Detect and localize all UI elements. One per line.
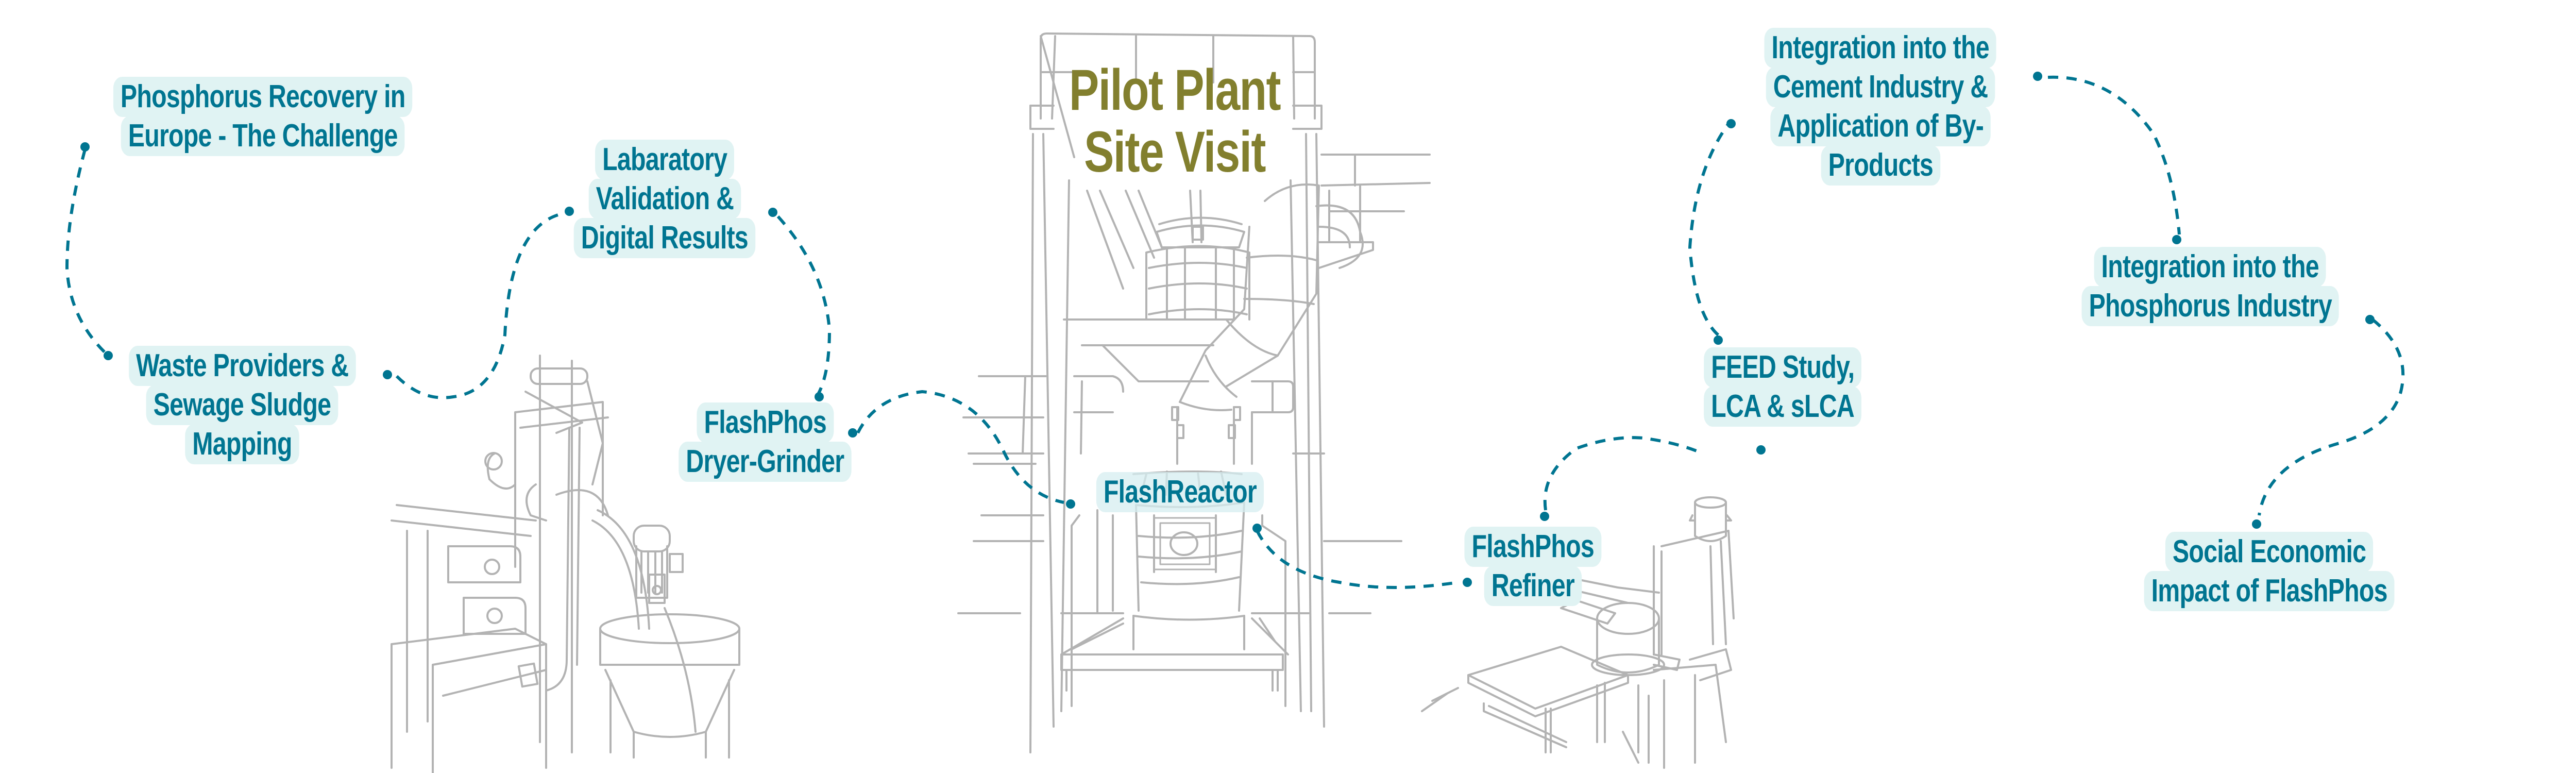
connector-challenge-to-waste	[65, 149, 110, 357]
node-label-line: Phosphorus Industry	[2081, 286, 2339, 326]
node-refiner[interactable]: FlashPhos Refiner	[1443, 527, 1623, 606]
node-label-line: Sewage Sludge	[146, 385, 338, 425]
node-label-line: Labaratory	[595, 140, 735, 180]
connector-dot	[1714, 335, 1723, 345]
node-label-line: Integration into the	[1764, 28, 1997, 68]
connectors	[65, 72, 2405, 589]
node-label-line: Application of By-	[1770, 106, 1991, 146]
node-label-line: Dryer-Grinder	[679, 442, 852, 482]
node-cement-industry[interactable]: Integration into the Cement Industry & A…	[1716, 28, 2045, 186]
flash-reactor-illustration	[957, 32, 1431, 753]
node-label-line: FlashPhos	[1464, 527, 1601, 567]
connector-dot	[1756, 445, 1766, 455]
connector-reactor-to-refiner	[1256, 530, 1459, 589]
node-label-line: Digital Results	[573, 218, 756, 258]
title-line: Pilot Plant	[1069, 58, 1281, 122]
dryer-grinder-illustration	[391, 355, 740, 773]
connector-dot	[104, 351, 113, 360]
connector-cement-to-phosphorus	[2047, 75, 2181, 235]
connector-dot	[848, 428, 857, 438]
connector-lab-to-dryer	[776, 215, 832, 398]
node-label-line: Validation &	[588, 179, 741, 219]
connector-dot	[2252, 519, 2261, 529]
refiner-illustration	[1421, 496, 1735, 769]
node-label-line: Mapping	[185, 424, 299, 464]
connector-phosphorus-to-social	[2258, 318, 2405, 516]
connector-dot	[2172, 235, 2181, 244]
node-label-line: Phosphorus Recovery in	[113, 77, 413, 117]
node-label-line: FlashPhos	[697, 402, 834, 443]
node-label-line: Impact of FlashPhos	[2144, 571, 2395, 611]
connector-dot	[1252, 524, 1262, 533]
node-label-line: Refiner	[1484, 566, 1582, 606]
node-dryer-grinder[interactable]: FlashPhos Dryer-Grinder	[644, 402, 886, 482]
node-phosphorus-recovery[interactable]: Phosphorus Recovery in Europe - The Chal…	[77, 77, 448, 156]
node-label-line: Products	[1821, 145, 1940, 186]
node-label-line: Waste Providers &	[128, 346, 356, 386]
title-line: Site Visit	[1084, 120, 1266, 184]
connector-dot	[2365, 315, 2375, 324]
connector-dot	[565, 207, 574, 216]
page-title: Pilot Plant Site Visit	[1025, 59, 1324, 183]
node-laboratory-validation[interactable]: Labaratory Validation & Digital Results	[546, 140, 783, 258]
connector-refiner-to-feed	[1543, 436, 1704, 511]
node-social-economic[interactable]: Social Economic Impact of FlashPhos	[2102, 532, 2437, 611]
node-label-line: Cement Industry &	[1766, 67, 1995, 107]
node-flash-reactor[interactable]: FlashReactor	[1072, 472, 1288, 512]
connector-dryer-to-reactor	[856, 390, 1064, 504]
connector-waste-to-lab	[395, 212, 562, 399]
node-label-line: Europe - The Challenge	[121, 116, 405, 156]
node-waste-providers[interactable]: Waste Providers & Sewage Sludge Mapping	[82, 346, 402, 464]
connector-dot	[80, 142, 90, 152]
connector-dot	[1066, 499, 1075, 509]
connector-dot	[2033, 72, 2042, 81]
node-label-line: LCA & sLCA	[1704, 386, 1861, 427]
connector-dot	[383, 370, 392, 379]
node-label-line: FEED Study,	[1703, 347, 1862, 388]
connector-dot	[768, 208, 777, 217]
connector-dot	[1540, 512, 1549, 521]
node-phosphorus-industry[interactable]: Integration into the Phosphorus Industry	[2040, 247, 2380, 326]
node-feed-study[interactable]: FEED Study, LCA & sLCA	[1674, 347, 1891, 427]
connector-dot	[815, 392, 824, 401]
node-label-line: Social Economic	[2165, 532, 2374, 572]
node-label-line: FlashReactor	[1096, 472, 1264, 512]
node-label-line: Integration into the	[2094, 247, 2327, 287]
connector-feed-to-cement	[1688, 123, 1730, 337]
connector-dot	[1463, 578, 1472, 587]
connector-dot	[1726, 119, 1736, 128]
